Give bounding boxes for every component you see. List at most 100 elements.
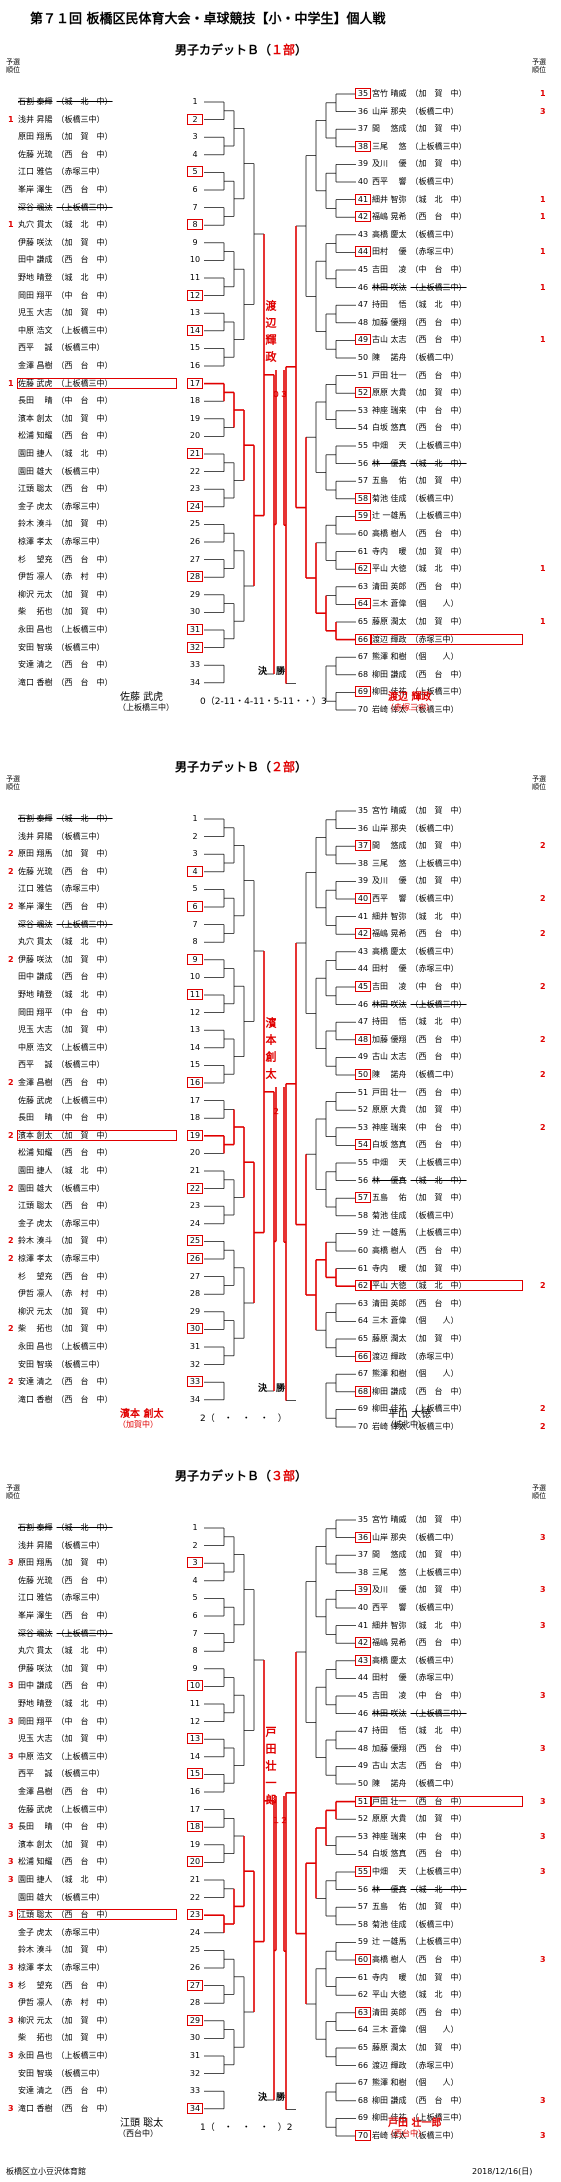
player-entry: 山岸 那央（板橋二中） bbox=[372, 107, 522, 116]
player-entry: 宮竹 晴威（加 賀 中） bbox=[372, 1515, 522, 1524]
player-name: 峯岸 澤生 bbox=[18, 1611, 53, 1620]
player-entry: 杉 望充（西 台 中） bbox=[18, 1272, 176, 1281]
draw-number: 31 bbox=[187, 624, 203, 635]
draw-number: 1 bbox=[192, 97, 198, 106]
player-name: 陳 諾舟 bbox=[372, 1779, 407, 1788]
draw-number: 30 bbox=[189, 2033, 201, 2043]
player-club: （赤 村 中） bbox=[56, 1289, 113, 1299]
draw-number: 29 bbox=[189, 1306, 201, 1316]
player-entry: 永田 昌也（上板橋三中） bbox=[18, 625, 176, 634]
draw-number: 14 bbox=[189, 1042, 201, 1052]
player-club: （板橋三中） bbox=[56, 2068, 105, 2078]
player-name: 江頭 聡太 bbox=[18, 1201, 53, 1211]
player-club: （城 北 中） bbox=[56, 1646, 113, 1656]
player-club: （板橋三中） bbox=[56, 1892, 105, 1902]
player-club: （中 台 中） bbox=[56, 1113, 113, 1123]
player-entry: 園田 捷人（城 北 中） bbox=[18, 1166, 176, 1175]
draw-number: 16 bbox=[189, 361, 201, 370]
draw-number: 11 bbox=[187, 989, 203, 1000]
draw-number: 62 bbox=[355, 563, 371, 575]
seed-rank: 1 bbox=[540, 212, 546, 222]
draw-number: 33 bbox=[187, 1376, 203, 1388]
draw-number: 5 bbox=[192, 884, 198, 894]
draw-number: 1 bbox=[192, 1523, 198, 1532]
player-name: 原原 大貴 bbox=[372, 1814, 407, 1824]
draw-number: 33 bbox=[189, 2086, 201, 2096]
player-club: （加 賀 中） bbox=[56, 2015, 113, 2025]
player-club: （赤塚三中） bbox=[410, 2060, 459, 2070]
draw-number: 59 bbox=[355, 510, 371, 522]
player-entry: 戸田 壮一（西 台 中） bbox=[372, 371, 522, 380]
player-name: 白坂 悠真 bbox=[372, 1140, 407, 1150]
player-entry: 神座 瑞来（中 台 中） bbox=[372, 406, 522, 415]
player-entry: 金澤 昌樹（西 台 中） bbox=[18, 361, 176, 370]
seed-rank: 1 bbox=[540, 564, 546, 574]
draw-number: 15 bbox=[189, 343, 201, 353]
draw-number: 46 bbox=[357, 999, 369, 1009]
player-entry: 福嶋 晃希（西 台 中） bbox=[372, 212, 522, 221]
player-club: （西 台 中） bbox=[56, 484, 113, 494]
draw-number: 66 bbox=[357, 2060, 369, 2070]
draw-number: 18 bbox=[187, 1821, 203, 1833]
player-name: 白坂 悠真 bbox=[372, 1849, 407, 1859]
player-club: （上板橋三中） bbox=[56, 2051, 113, 2060]
player-name: 金子 虎太 bbox=[18, 501, 53, 511]
player-club: （西 台 中） bbox=[56, 1681, 113, 1691]
seed-rank: 2 bbox=[540, 982, 546, 991]
player-name: 金澤 昌樹 bbox=[18, 1078, 53, 1087]
draw-number: 12 bbox=[189, 1716, 201, 1726]
player-entry: 原原 大貴（加 賀 中） bbox=[372, 1814, 522, 1823]
player-name: 神座 瑞来 bbox=[372, 1831, 407, 1841]
player-name: 西平 響 bbox=[372, 894, 407, 903]
draw-number: 48 bbox=[355, 1033, 371, 1045]
player-name: 浅井 昇陽 bbox=[18, 831, 53, 841]
player-entry: 江口 雅信（赤塚三中） bbox=[18, 167, 176, 176]
draw-number: 43 bbox=[357, 229, 369, 239]
draw-number: 38 bbox=[355, 140, 371, 152]
player-entry: 辻 一雄馬（上板橋三中） bbox=[372, 1228, 522, 1237]
final-left-club: （加賀中） bbox=[118, 1420, 158, 1429]
player-entry: 丸穴 貫太（城 北 中） bbox=[18, 220, 176, 229]
section-heading-text: 男子カデットＢ（ bbox=[175, 43, 272, 57]
draw-number: 55 bbox=[357, 441, 369, 450]
player-club: （中 台 中） bbox=[410, 405, 467, 415]
player-name: 田村 優 bbox=[372, 1673, 407, 1683]
player-club: （板橋二中） bbox=[410, 106, 459, 116]
player-name: 寺内 暖 bbox=[372, 1263, 407, 1273]
seed-rank: 1 bbox=[540, 194, 546, 204]
draw-number: 21 bbox=[187, 448, 203, 459]
player-name: 浅井 昇陽 bbox=[18, 114, 53, 124]
player-club: （加 賀 中） bbox=[410, 1105, 467, 1115]
player-name: 持田 悟 bbox=[372, 300, 407, 310]
player-club: （西 台 中） bbox=[410, 1298, 467, 1308]
player-entry: 江頭 聡太（西 台 中） bbox=[17, 1909, 177, 1921]
seed-rank: 2 bbox=[8, 1324, 14, 1334]
player-entry: 林田 咲汰（上板橋三中） bbox=[372, 1709, 522, 1718]
seed-header-right: 予選 bbox=[532, 775, 546, 783]
player-entry: 寺内 暖（加 賀 中） bbox=[372, 547, 522, 556]
player-club: （上板橋三中） bbox=[410, 999, 467, 1009]
player-club: （城 北 中） bbox=[410, 1726, 467, 1736]
draw-number: 67 bbox=[357, 2078, 369, 2088]
player-name: 深谷 颯汰 bbox=[18, 1628, 53, 1638]
player-name: 藤原 潤太 bbox=[372, 2043, 407, 2052]
player-name: 田村 優 bbox=[372, 964, 407, 974]
section-heading-close: ） bbox=[295, 43, 308, 57]
player-club: （加 賀 中） bbox=[56, 849, 113, 859]
player-entry: 金子 虎太（赤塚三中） bbox=[18, 1928, 176, 1937]
player-entry: 陳 諾舟（板橋二中） bbox=[372, 353, 522, 362]
draw-number: 40 bbox=[357, 177, 369, 186]
player-entry: 福嶋 晃希（西 台 中） bbox=[372, 1638, 522, 1647]
draw-number: 62 bbox=[355, 1280, 371, 1292]
player-entry: 中畑 天（上板橋三中） bbox=[372, 1158, 522, 1167]
player-club: （加 賀 中） bbox=[410, 1814, 467, 1824]
player-club: （加 賀 中） bbox=[410, 159, 467, 169]
draw-number: 13 bbox=[189, 1025, 201, 1035]
player-name: 伊哲 凛人 bbox=[18, 1998, 53, 2008]
player-club: （西 台 中） bbox=[56, 2103, 113, 2113]
player-club: （西 台 中） bbox=[410, 1955, 467, 1964]
player-name: 西平 誠 bbox=[18, 1060, 53, 1070]
player-name: 熊澤 和樹 bbox=[372, 652, 407, 662]
player-entry: 児玉 大志（加 賀 中） bbox=[18, 1025, 176, 1034]
player-entry: 原田 翔馬（加 賀 中） bbox=[18, 132, 176, 141]
